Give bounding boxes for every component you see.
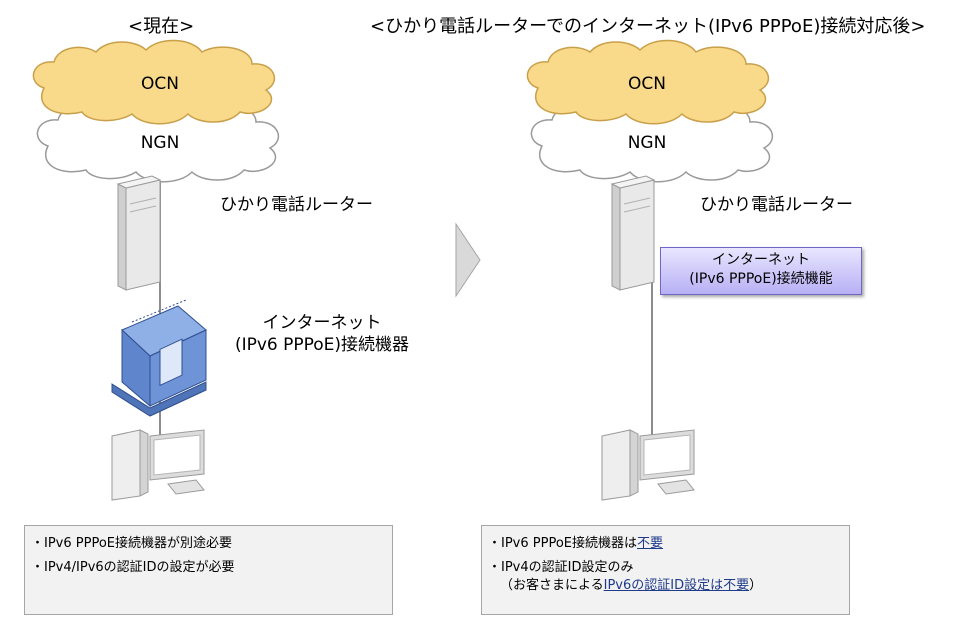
note3-suffix: ） [749, 578, 763, 593]
ocn-label-left: OCN [141, 74, 179, 94]
router-label-left: ひかり電話ルーター [220, 195, 373, 215]
ngn-label-left: NGN [140, 133, 180, 153]
feature-line1: インターネット [712, 252, 810, 268]
after-heading: <ひかり電話ルーターでのインターネット(IPv6 PPPoE)接続対応後> [370, 16, 926, 37]
note-item: ・IPv4/IPv6の認証IDの設定が必要 [31, 560, 235, 575]
router-label-right: ひかり電話ルーター [700, 195, 853, 215]
current-diagram [32, 39, 280, 501]
router-device [116, 175, 162, 291]
pc-device [111, 429, 205, 501]
ipv6-feature-box: インターネット (IPv6 PPPoE)接続機能 [660, 247, 862, 295]
note1-text: ・IPv6 PPPoE接続機器は [488, 536, 637, 551]
after-diagram [526, 39, 774, 501]
current-heading: <現在> [128, 16, 195, 37]
feature-line2: (IPv6 PPPoE)接続機能 [689, 271, 833, 287]
note-item: ・IPv6 PPPoE接続機器は不要 [488, 532, 663, 551]
ocn-cloud [32, 39, 276, 125]
ngn-label-right: NGN [627, 133, 667, 153]
device-label: インターネット (IPv6 PPPoE)接続機器 [222, 312, 422, 356]
after-notes: ・IPv6 PPPoE接続機器は不要 ・IPv4の認証ID設定のみ （お客さまに… [481, 525, 850, 615]
note-item: ・IPv4の認証ID設定のみ [488, 560, 634, 575]
note3-underlined: IPv6の認証ID設定は不要 [603, 578, 750, 593]
note-item: （お客さまによるIPv6の認証ID設定は不要） [500, 574, 762, 593]
note1-underlined: 不要 [637, 536, 664, 551]
pc-device [601, 429, 695, 501]
note3-prefix: （お客さまによる [500, 578, 604, 593]
ocn-cloud [526, 39, 770, 125]
ocn-label-right: OCN [628, 74, 666, 94]
device-label-line1: インターネット [262, 313, 382, 333]
transition-arrow [455, 222, 481, 298]
device-label-line2: (IPv6 PPPoE)接続機器 [234, 335, 410, 355]
note-item: ・IPv6 PPPoE接続機器が別途必要 [31, 536, 232, 551]
current-notes: ・IPv6 PPPoE接続機器が別途必要 ・IPv4/IPv6の認証IDの設定が… [24, 525, 393, 615]
router-device [610, 175, 656, 291]
ipv6-device [111, 299, 207, 417]
